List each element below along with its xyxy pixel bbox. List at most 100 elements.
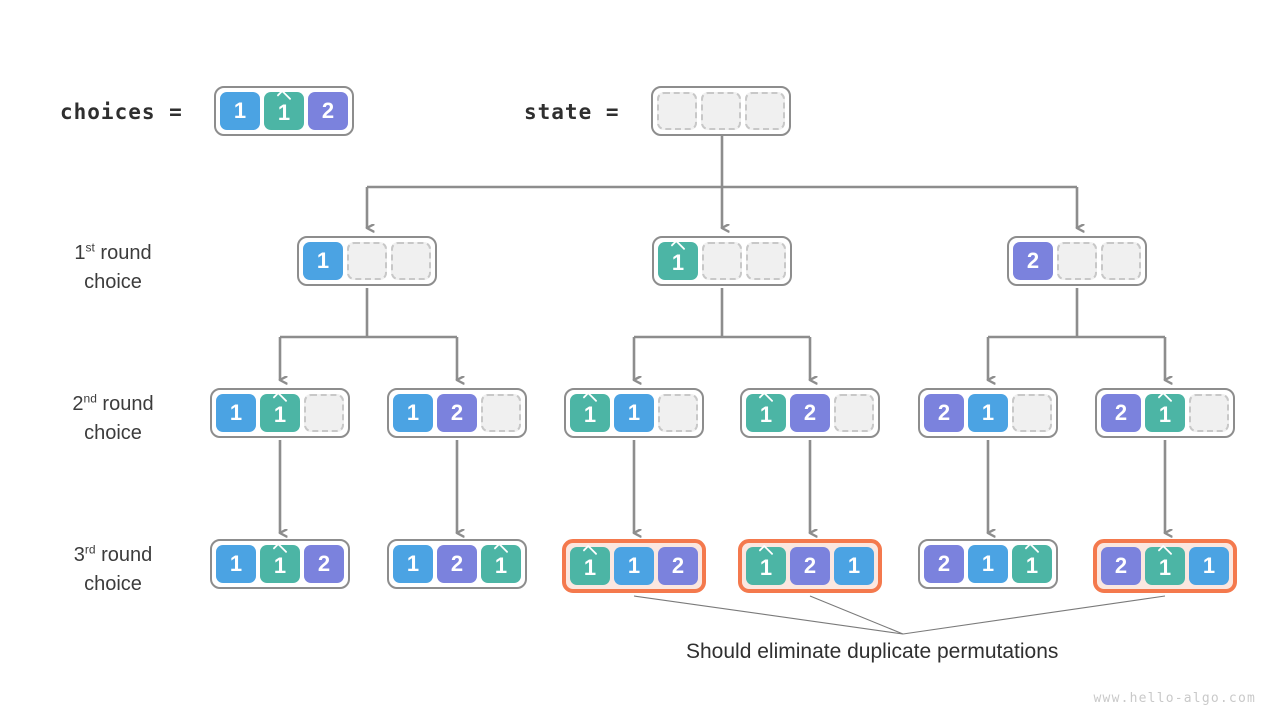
choices-cell-value-1: 1	[220, 92, 260, 130]
cell-glyph: 1	[229, 400, 243, 425]
node-r2n6-cell-value-2: 2	[1101, 394, 1141, 432]
node-r2n2-cell-value-2: 2	[437, 394, 477, 432]
node-r2n6-cell-value-1hat: 1	[1145, 394, 1185, 432]
state-cell-empty-slot	[745, 92, 785, 130]
cell-glyph: 2	[803, 400, 817, 425]
choices-cell-value-1hat: 1	[264, 92, 304, 130]
cell-glyph: 1	[583, 555, 597, 580]
node-r3n3-cell-value-1: 1	[614, 547, 654, 585]
node-r2n3-cell-value-1hat: 1	[570, 394, 610, 432]
node-r2n1-cell-value-1hat: 1	[260, 394, 300, 432]
node-r3n3-cell-value-2: 2	[658, 547, 698, 585]
tree-node-r3n6-highlighted: 2 1 1	[1093, 539, 1237, 593]
cell-glyph: 1	[847, 553, 861, 578]
node-r2n3-cell-value-1: 1	[614, 394, 654, 432]
cell-glyph: 1	[233, 98, 247, 123]
node-r1n1-cell-value-1: 1	[303, 242, 343, 280]
node-r1n2-cell-value-1hat: 1	[658, 242, 698, 280]
row-label-1: 1st round choice	[33, 233, 193, 297]
state-label: state =	[524, 100, 620, 124]
node-r2n5-cell-value-1: 1	[968, 394, 1008, 432]
node-r3n2-cell-value-2: 2	[437, 545, 477, 583]
cell-glyph: 1	[759, 402, 773, 427]
row-2-ordinal: 2nd round	[72, 391, 154, 415]
node-r1n2-cell-empty-slot	[702, 242, 742, 280]
cell-glyph: 1	[583, 402, 597, 427]
state-array	[651, 86, 791, 136]
tree-node-r3n3-highlighted: 1 1 2	[562, 539, 706, 593]
cell-glyph: 1	[671, 250, 685, 275]
cell-glyph: 1	[406, 400, 420, 425]
annotation-text: Should eliminate duplicate permutations	[686, 640, 1059, 663]
row-1-second: choice	[84, 270, 142, 293]
choices-label: choices =	[60, 100, 183, 124]
cell-glyph: 1	[1202, 553, 1216, 578]
node-r1n3-cell-empty-slot	[1057, 242, 1097, 280]
node-r2n3-cell-empty-slot	[658, 394, 698, 432]
node-r3n6-cell-value-1hat: 1	[1145, 547, 1185, 585]
node-r1n1-cell-empty-slot	[391, 242, 431, 280]
cell-glyph: 2	[450, 551, 464, 576]
cell-glyph: 2	[1114, 400, 1128, 425]
choices-cell-value-2: 2	[308, 92, 348, 130]
cell-glyph: 2	[1026, 248, 1040, 273]
watermark: www.hello-algo.com	[1093, 691, 1256, 706]
node-r3n4-cell-value-1hat: 1	[746, 547, 786, 585]
cell-glyph: 2	[937, 400, 951, 425]
node-r3n5-cell-value-2: 2	[924, 545, 964, 583]
node-r1n2-cell-empty-slot	[746, 242, 786, 280]
node-r3n1-cell-value-1: 1	[216, 545, 256, 583]
node-r2n2-cell-value-1: 1	[393, 394, 433, 432]
cell-glyph: 1	[273, 402, 287, 427]
node-r3n5-cell-value-1hat: 1	[1012, 545, 1052, 583]
tree-node-r1n1: 1	[297, 236, 437, 286]
node-r3n6-cell-value-1: 1	[1189, 547, 1229, 585]
cell-glyph: 1	[316, 248, 330, 273]
node-r2n1-cell-empty-slot	[304, 394, 344, 432]
node-r3n2-cell-value-1: 1	[393, 545, 433, 583]
node-r2n5-cell-empty-slot	[1012, 394, 1052, 432]
cell-glyph: 1	[627, 553, 641, 578]
cell-glyph: 1	[494, 553, 508, 578]
state-cell-empty-slot	[701, 92, 741, 130]
cell-glyph: 2	[671, 553, 685, 578]
cell-glyph: 1	[1158, 402, 1172, 427]
node-r2n4-cell-value-2: 2	[790, 394, 830, 432]
node-r2n6-cell-empty-slot	[1189, 394, 1229, 432]
cell-glyph: 1	[1025, 553, 1039, 578]
node-r3n6-cell-value-2: 2	[1101, 547, 1141, 585]
cell-glyph: 2	[803, 553, 817, 578]
cell-glyph: 1	[759, 555, 773, 580]
cell-glyph: 2	[1114, 553, 1128, 578]
state-cell-empty-slot	[657, 92, 697, 130]
node-r3n5-cell-value-1: 1	[968, 545, 1008, 583]
node-r2n2-cell-empty-slot	[481, 394, 521, 432]
node-r3n1-cell-value-1hat: 1	[260, 545, 300, 583]
cell-glyph: 1	[406, 551, 420, 576]
row-3-ordinal: 3rd round	[73, 542, 153, 566]
cell-glyph: 2	[937, 551, 951, 576]
tree-node-r3n2: 1 2 1	[387, 539, 527, 589]
cell-glyph: 1	[981, 551, 995, 576]
cell-glyph: 1	[277, 100, 291, 125]
node-r3n4-cell-value-1: 1	[834, 547, 874, 585]
cell-glyph: 1	[1158, 555, 1172, 580]
row-1-ordinal: 1st round	[74, 240, 152, 264]
node-r3n4-cell-value-2: 2	[790, 547, 830, 585]
cell-glyph: 1	[229, 551, 243, 576]
cell-glyph: 1	[981, 400, 995, 425]
row-3-second: choice	[84, 572, 142, 595]
node-r2n1-cell-value-1: 1	[216, 394, 256, 432]
tree-node-r3n4-highlighted: 1 2 1	[738, 539, 882, 593]
cell-glyph: 1	[627, 400, 641, 425]
tree-node-r1n2: 1	[652, 236, 792, 286]
